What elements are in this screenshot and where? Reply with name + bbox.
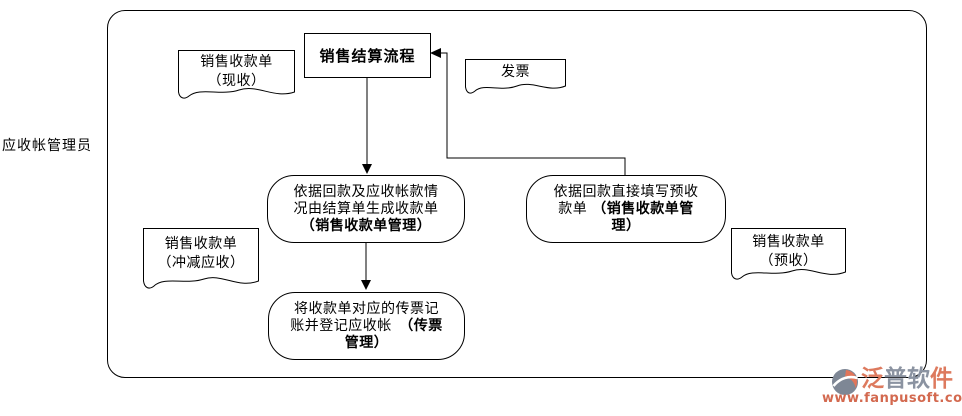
process-prepaid-line3: 理） [611, 217, 641, 234]
doc-cash-receipt: 销售收款单 （现收） [178, 50, 295, 104]
doc-invoice: 发票 [465, 59, 566, 99]
process-generate-line3: （销售收款单管理） [300, 217, 432, 234]
document-shape-icon [178, 50, 295, 99]
fanpu-logo-icon [832, 369, 858, 395]
process-prepaid-receipt: 依据回款直接填写预收 款单 （销售收款单管 理） [526, 175, 726, 243]
process-generate-receipt: 依据回款及应收帐款情 况由结算单生成收款单 （销售收款单管理） [267, 175, 465, 243]
doc-prepaid-line2: （预收） [759, 253, 818, 269]
process-voucher-line3: 管理） [344, 334, 389, 351]
process-voucher-line1: 将收款单对应的传票记 [294, 300, 439, 317]
doc-offset-line2: （冲减应收） [157, 255, 245, 271]
doc-prepaid-receipt: 销售收款单 （预收） [731, 228, 846, 286]
actor-label: 应收帐管理员 [2, 138, 92, 154]
doc-offset-line1: 销售收款单 [164, 236, 238, 252]
doc-offset-receipt: 销售收款单 （冲减应收） [143, 228, 259, 296]
fanpu-logo-name: 泛普软件 [861, 366, 953, 392]
doc-cash-line2: （现收） [207, 73, 266, 89]
document-shape-icon [143, 228, 259, 289]
title-text: 销售结算流程 [319, 47, 416, 65]
process-prepaid-line2: 款单 （销售收款单管 [558, 200, 694, 217]
doc-invoice-line1: 发票 [501, 64, 530, 80]
title-box: 销售结算流程 [304, 33, 431, 78]
fanpu-logo: 泛普软件 www.fanpusoft.com [818, 364, 962, 414]
process-prepaid-line1: 依据回款直接填写预收 [553, 183, 699, 200]
process-voucher-posting: 将收款单对应的传票记 账并登记应收帐 （传票 管理） [268, 292, 465, 360]
fanpu-website-link[interactable]: www.fanpusoft.com [822, 391, 962, 406]
flow-boundary [107, 10, 927, 378]
document-shape-icon [731, 228, 846, 280]
process-generate-line2: 况由结算单生成收款单 [293, 200, 439, 217]
document-shape-icon [465, 59, 566, 94]
doc-cash-line1: 销售收款单 [200, 54, 273, 70]
process-generate-line1: 依据回款及应收帐款情 [293, 183, 439, 200]
doc-prepaid-line1: 销售收款单 [752, 234, 825, 250]
process-voucher-line2: 账并登记应收帐 （传票 [290, 317, 443, 334]
